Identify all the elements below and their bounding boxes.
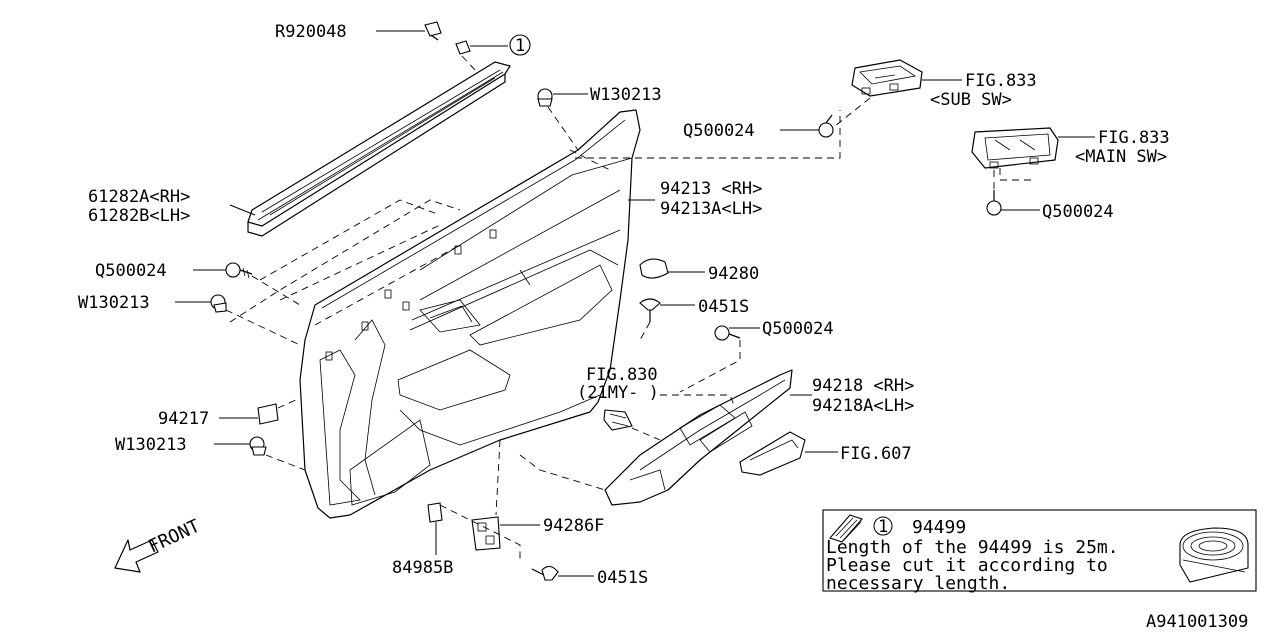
- door-trim-panel-94213[interactable]: [299, 109, 641, 519]
- note-line-1: Length of the 94499 is 25m.: [826, 537, 1119, 558]
- label-q500024-sub: Q500024: [683, 121, 755, 141]
- clip-r920048[interactable]: [424, 21, 442, 41]
- label-94218a: 94218A<LH>: [812, 396, 914, 416]
- screw-q500024-left[interactable]: [225, 262, 253, 279]
- tape-strip-icon: [829, 514, 863, 543]
- label-sub-sw: <SUB SW>: [930, 90, 1012, 110]
- note-part-number: 94499: [912, 517, 966, 538]
- tape-roll-icon: [1179, 527, 1249, 583]
- diagram-id: A941001309: [1146, 612, 1248, 632]
- label-0451s-bottom: 0451S: [597, 568, 648, 588]
- label-94213a: 94213A<LH>: [660, 199, 762, 219]
- label-fig607: FIG.607: [840, 444, 912, 464]
- note-line-2: Please cut it according to: [826, 555, 1108, 576]
- label-w130213-left: W130213: [78, 293, 150, 313]
- main-switch-fig833[interactable]: [971, 127, 1059, 169]
- label-fig830: FIG.830: [586, 365, 658, 385]
- callout-1-marker: 1: [509, 34, 531, 56]
- note-line-3: necessary length.: [826, 573, 1010, 594]
- label-61282b: 61282B<LH>: [88, 206, 190, 226]
- label-61282a: 61282A<RH>: [88, 187, 190, 207]
- front-label: FRONT: [145, 516, 203, 558]
- label-w130213-top: W130213: [590, 85, 662, 105]
- clip-84985b[interactable]: [427, 502, 443, 523]
- label-fig833-main: FIG.833: [1098, 128, 1170, 148]
- label-q500024-right: Q500024: [762, 319, 834, 339]
- screw-q500024-sub[interactable]: [818, 114, 834, 138]
- cap-94280[interactable]: [639, 258, 669, 279]
- label-94217: 94217: [158, 409, 209, 429]
- label-main-sw: <MAIN SW>: [1075, 147, 1167, 167]
- label-w130213-bottom: W130213: [115, 435, 187, 455]
- label-94218: 94218 <RH>: [812, 376, 914, 396]
- pocket-fig607[interactable]: [739, 431, 806, 476]
- clip-w130213-bottom[interactable]: [249, 436, 267, 456]
- clip-0451s-bottom[interactable]: [531, 565, 559, 581]
- label-94280: 94280: [708, 264, 759, 284]
- screw-q500024-right[interactable]: [714, 325, 741, 341]
- sub-switch-fig833[interactable]: [851, 59, 923, 97]
- label-q500024-left: Q500024: [95, 261, 167, 281]
- screw-q500024-main[interactable]: [986, 190, 1002, 216]
- pad-94217[interactable]: [257, 403, 279, 425]
- tape-piece-94499: [455, 40, 471, 55]
- clip-0451s-mid[interactable]: [639, 298, 661, 322]
- clip-w130213-left[interactable]: [210, 294, 227, 313]
- bracket-94286f[interactable]: [471, 516, 501, 551]
- svg-text:1: 1: [515, 36, 525, 56]
- label-q500024-main: Q500024: [1042, 202, 1114, 222]
- label-0451s-mid: 0451S: [698, 297, 749, 317]
- note-marker: 1: [878, 517, 888, 537]
- label-fig830-sub: (21MY- ): [577, 383, 659, 403]
- clip-w130213-top[interactable]: [537, 88, 553, 107]
- label-94286f: 94286F: [543, 516, 604, 536]
- armrest-trim-94218[interactable]: [604, 369, 793, 506]
- tape-note-box: 1 94499 Length of the 94499 is 25m. Plea…: [822, 509, 1257, 594]
- weather-strip-61282[interactable]: [247, 61, 511, 237]
- label-fig833-sub: FIG.833: [965, 71, 1037, 91]
- label-84985b: 84985B: [392, 558, 453, 578]
- label-94213: 94213 <RH>: [660, 179, 762, 199]
- front-direction-arrow: FRONT: [114, 516, 203, 573]
- label-r920048: R920048: [275, 22, 347, 42]
- switch-fig830[interactable]: [603, 409, 633, 431]
